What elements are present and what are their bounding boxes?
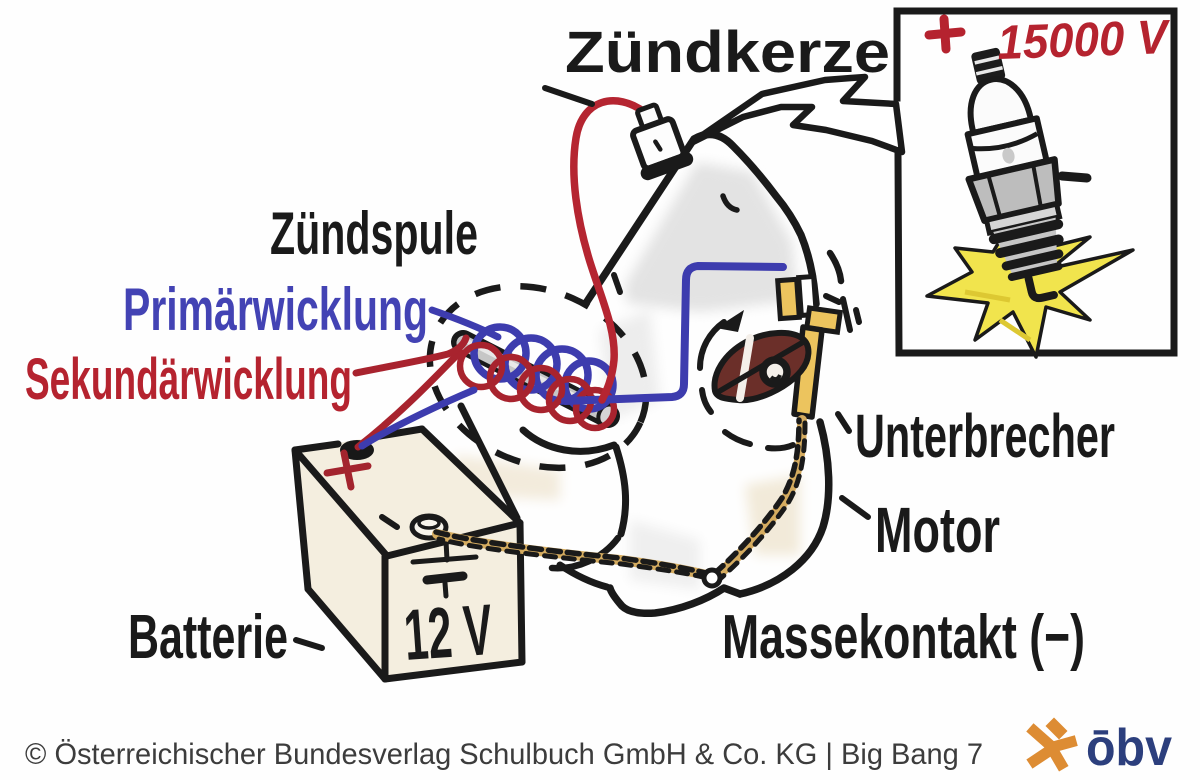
svg-text:12 V: 12 V: [402, 590, 495, 676]
svg-text:Unterbrecher: Unterbrecher: [855, 402, 1115, 470]
svg-text:15000 V: 15000 V: [997, 11, 1173, 70]
svg-text:Zündkerze: Zündkerze: [565, 20, 890, 85]
svg-text:Sekundärwicklung: Sekundärwicklung: [25, 347, 352, 412]
svg-text:Motor: Motor: [875, 494, 1000, 566]
svg-text:Primärwicklung: Primärwicklung: [123, 276, 428, 343]
svg-text:ōbv: ōbv: [1086, 719, 1172, 777]
svg-text:Zündspule: Zündspule: [270, 200, 478, 267]
svg-text:© Österreichischer Bundesverla: © Österreichischer Bundesverlag Schulbuc…: [25, 738, 983, 771]
svg-text:Massekontakt (−): Massekontakt (−): [722, 603, 1085, 672]
svg-text:Batterie: Batterie: [128, 603, 288, 672]
